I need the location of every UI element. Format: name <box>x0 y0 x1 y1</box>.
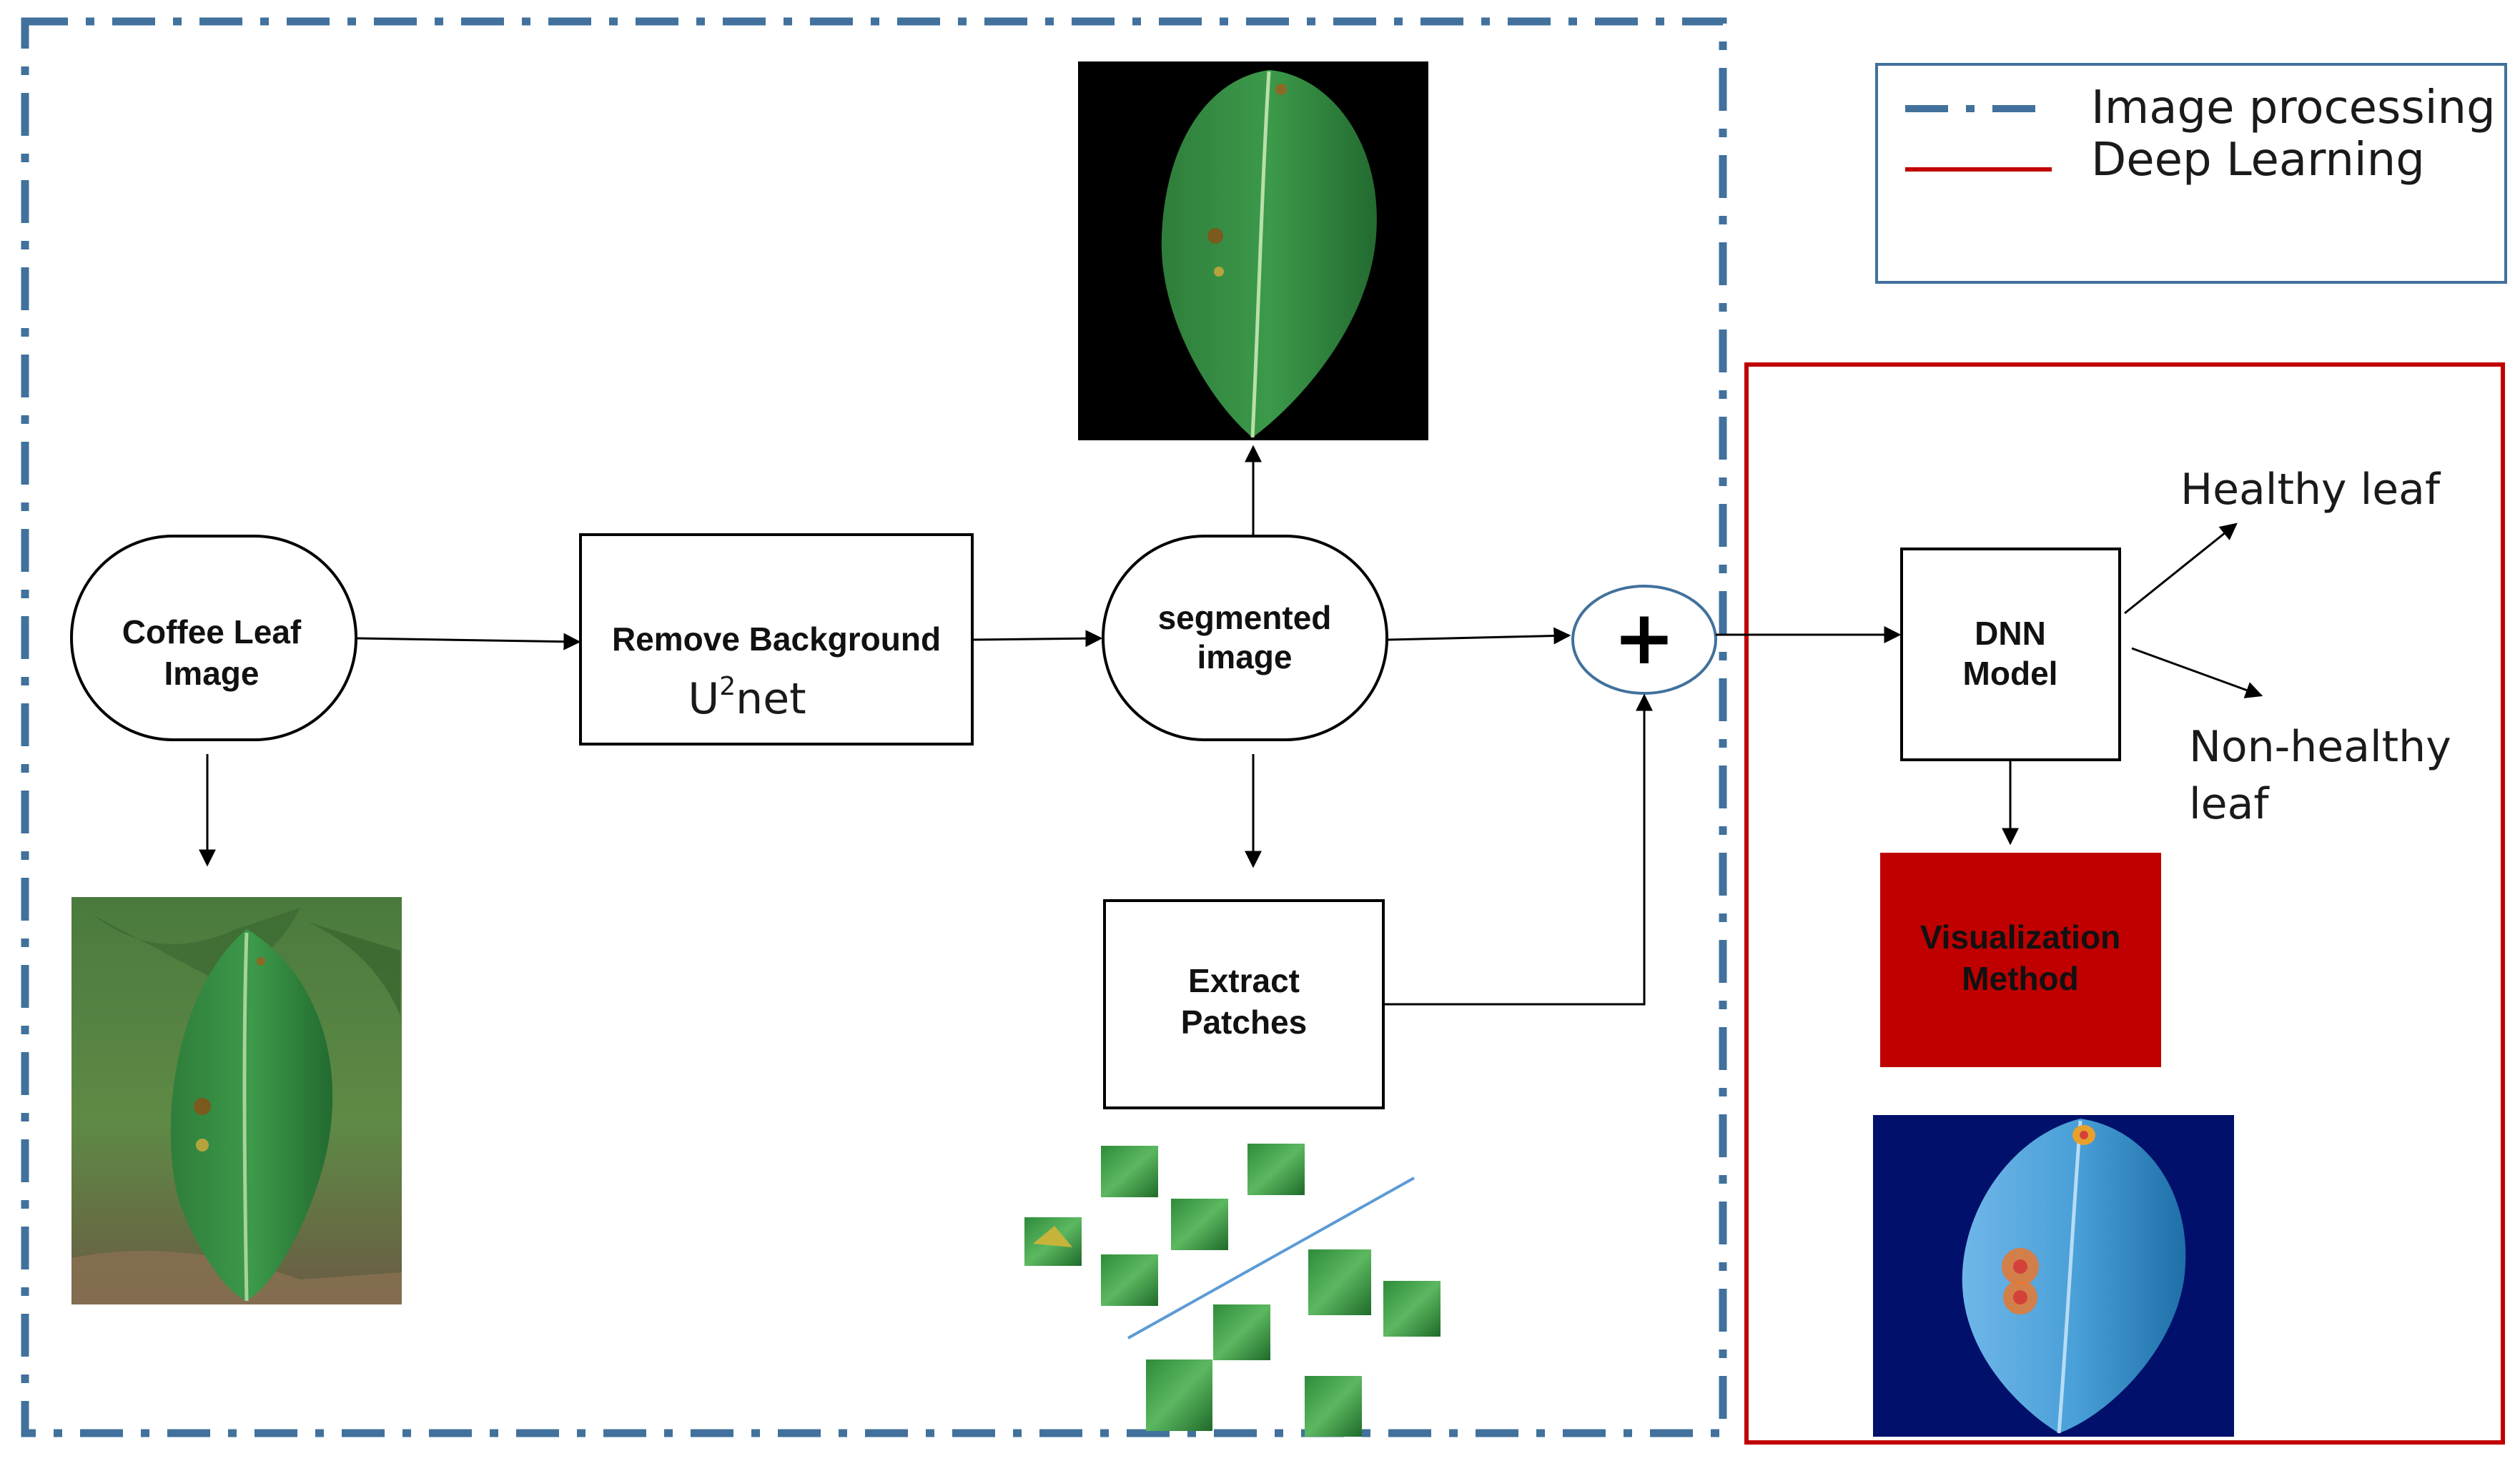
coffee-leaf-label-1: Coffee Leaf <box>122 613 302 650</box>
combine-symbol: + <box>1613 594 1675 681</box>
non-healthy-leaf-label-1: Non-healthy <box>2189 722 2451 772</box>
dnn-label-2: Model <box>1963 655 2058 692</box>
dnn-model-node: DNN Model <box>1900 548 2121 761</box>
arrow-segmented-to-combine <box>1388 627 1571 645</box>
visualization-label-1: Visualization <box>1920 918 2120 956</box>
combine-node: + <box>1571 585 1717 695</box>
segmented-image-node: segmented image <box>1102 535 1388 741</box>
arrow-dnn-to-non-healthy <box>2131 647 2263 698</box>
patch <box>1308 1249 1371 1315</box>
legend-deep-learning-label: Deep Learning <box>2091 134 2425 187</box>
segmented-label-2: image <box>1197 638 1293 675</box>
patch <box>1383 1281 1441 1337</box>
legend: Image processing Deep Learning <box>1875 63 2507 284</box>
arrow-leaf-to-remove-bg <box>355 633 581 650</box>
arrow-remove-bg-to-segmented <box>972 630 1103 648</box>
arrow-patches-to-combine <box>1383 693 1653 1006</box>
patch <box>1101 1254 1158 1306</box>
patches-cluster <box>1024 1144 1441 1437</box>
deep-learning-region <box>1744 362 2505 1445</box>
patch <box>1146 1360 1212 1431</box>
patch <box>1213 1304 1270 1360</box>
connectors <box>199 445 2263 1006</box>
patch-divider-line <box>1127 1177 1415 1339</box>
arrow-dnn-to-healthy <box>2124 523 2238 615</box>
patch <box>1101 1146 1158 1197</box>
non-healthy-leaf-label-2: leaf <box>2189 779 2270 829</box>
extract-patches-node: Extract Patches <box>1103 899 1385 1109</box>
legend-image-processing-label: Image processing <box>2091 81 2496 134</box>
coffee-leaf-label-2: Image <box>164 655 260 692</box>
dnn-label-1: DNN <box>1975 615 2046 652</box>
coffee-leaf-photo <box>71 897 402 1304</box>
patch <box>1247 1144 1305 1195</box>
remove-background-node: Remove Background U2net <box>579 533 974 746</box>
extract-patches-label-1: Extract <box>1188 962 1300 999</box>
segmented-label-1: segmented <box>1158 599 1332 636</box>
visualization-label-2: Method <box>1962 960 2079 997</box>
healthy-leaf-label: Healthy leaf <box>2180 465 2441 515</box>
patch <box>1305 1376 1362 1437</box>
coffee-leaf-image-node: Coffee Leaf Image <box>70 535 357 741</box>
legend-box <box>1875 63 2507 284</box>
extract-patches-label-2: Patches <box>1181 1004 1307 1041</box>
visualization-method-node: Visualization Method <box>1880 853 2161 1067</box>
image-processing-region <box>21 17 1727 1437</box>
segmented-leaf-image <box>1078 61 1428 440</box>
patch <box>1171 1199 1228 1250</box>
u2net-label: U2net <box>688 672 806 724</box>
heatmap-visualization-image <box>1873 1115 2234 1437</box>
remove-background-label: Remove Background <box>612 620 941 658</box>
